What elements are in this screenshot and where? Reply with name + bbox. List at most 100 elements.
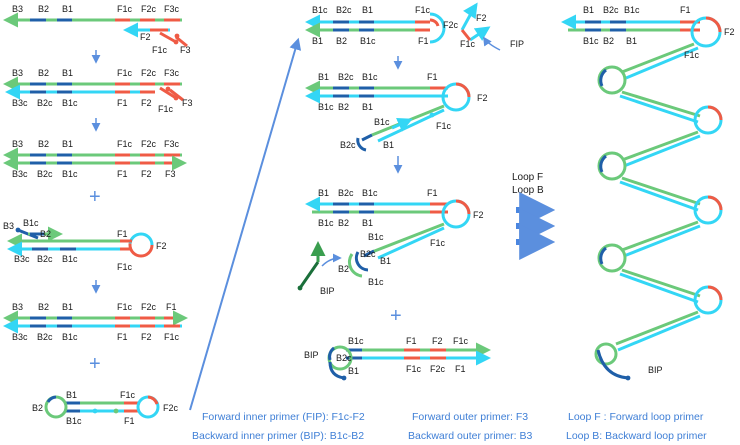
label: B1c [624, 5, 640, 15]
label: B1 [362, 5, 373, 15]
label: B1 [62, 139, 73, 149]
label: F2c [141, 68, 157, 78]
label: F1c [117, 4, 133, 14]
label: F1c [684, 50, 700, 60]
label: FIP [510, 39, 524, 49]
label: B3 [3, 221, 14, 231]
label: B1c [312, 5, 328, 15]
loop-primers-note: Loop F Loop B [512, 172, 556, 260]
mid-4-dumbbell-bip [327, 342, 491, 381]
label: F2c [141, 302, 157, 312]
label: B1c [374, 117, 390, 127]
panel-3-double-strand [2, 147, 187, 171]
label: F2c [163, 403, 179, 413]
label: B1 [626, 36, 637, 46]
label: B2 [38, 139, 49, 149]
label: B3 [12, 4, 23, 14]
label: B1 [318, 72, 329, 82]
panel-3-labels: B3 B2 B1 F1c F2c F3c B3c B2c B1c F1 F2 F… [12, 139, 180, 179]
label: B2 [603, 36, 614, 46]
label: B1c [360, 36, 376, 46]
concatemer-structure [561, 14, 723, 381]
label: F1c [117, 68, 133, 78]
label: F1c [152, 45, 168, 55]
label: B2c [340, 140, 356, 150]
label: B1c [368, 232, 384, 242]
plus-sign: + [89, 186, 101, 208]
label: B3 [12, 139, 23, 149]
label: B2c [338, 72, 354, 82]
label: B1c [66, 416, 82, 426]
label: B3 [12, 68, 23, 78]
curved-arrow [483, 36, 501, 51]
label: F3 [165, 169, 176, 179]
label: F1c [430, 238, 446, 248]
label: F2 [141, 169, 152, 179]
label: F2 [141, 98, 152, 108]
label: B2c [336, 5, 352, 15]
label: F1c [436, 121, 452, 131]
label: B1c [62, 169, 78, 179]
mid-4-labels: B1c B2c B1 F1 F2 F1c F1c F2c F1 BIP [304, 336, 469, 376]
label: B1c [368, 277, 384, 287]
label: BIP [304, 350, 319, 360]
label: B3c [12, 332, 28, 342]
label: F3c [164, 4, 180, 14]
flow-arrow [189, 37, 302, 411]
label: B2c [37, 98, 53, 108]
loop-f-label: Loop F [512, 172, 543, 183]
label: B2c [37, 254, 53, 264]
label: F1 [117, 229, 128, 239]
label: F2 [724, 27, 735, 37]
panel-4-loop-structure [6, 226, 154, 258]
label: F1c [117, 139, 133, 149]
label: F1c [415, 5, 431, 15]
legend-loopf: Loop F : Forward loop primer [568, 411, 704, 423]
label: B2 [38, 68, 49, 78]
label: F1 [117, 169, 128, 179]
panel-4-labels: B3 B1c B2 F1 F2 B3c B2c B1c F1c [3, 218, 167, 272]
label: F3c [164, 68, 180, 78]
label: F2 [156, 241, 167, 251]
label: B1c [62, 332, 78, 342]
label: F1c [117, 262, 133, 272]
mid-3-labels: B1 B2c B1c F1 B1c B2 B1 F2 B1c B2c B1 F1… [318, 188, 484, 296]
label: F2 [432, 336, 443, 346]
legend-f3: Forward outer primer: F3 [412, 411, 528, 423]
panel-5-labels: B3 B2 B1 F1c F2c F1 B3c B2c B1c F1 F2 F1… [12, 302, 180, 342]
legend-bip: Backward inner primer (BIP): B1c-B2 [192, 430, 364, 442]
label: B1c [23, 218, 39, 228]
label: F1c [117, 302, 133, 312]
label: B1 [583, 5, 594, 15]
label: BIP [320, 286, 335, 296]
label: B1 [318, 188, 329, 198]
label: B1 [312, 36, 323, 46]
label: F1 [680, 5, 691, 15]
label: B1 [383, 140, 394, 150]
mid-1-labels: B1c B2c B1 F1c B1 B2 B1c F1 F2c F2 F1c F… [312, 5, 524, 49]
legend-loopb: Loop B: Backward loop primer [566, 430, 707, 442]
label: F1c [453, 336, 469, 346]
panel-5-double-strand [2, 310, 188, 334]
label: B2 [338, 264, 349, 274]
label: B1c [362, 72, 378, 82]
label: B2c [338, 188, 354, 198]
label: F1c [460, 39, 476, 49]
label: F2 [473, 210, 484, 220]
label: B1 [62, 4, 73, 14]
label: F1 [455, 364, 466, 374]
label: F1 [124, 416, 135, 426]
label: B1 [348, 366, 359, 376]
label: F2 [477, 93, 488, 103]
panel-6-labels: B1 B2 B1c F1c F1 F2c [32, 390, 179, 426]
label: B2 [32, 403, 43, 413]
label: B2c [37, 169, 53, 179]
label: F1 [117, 332, 128, 342]
panel-6-dumbbell [44, 395, 160, 419]
label: B1 [62, 68, 73, 78]
label: BIP [648, 365, 663, 375]
label: B2c [37, 332, 53, 342]
mid-2-loop-extension [305, 80, 471, 152]
legend-fip: Forward inner primer (FIP): F1c-F2 [202, 411, 365, 423]
